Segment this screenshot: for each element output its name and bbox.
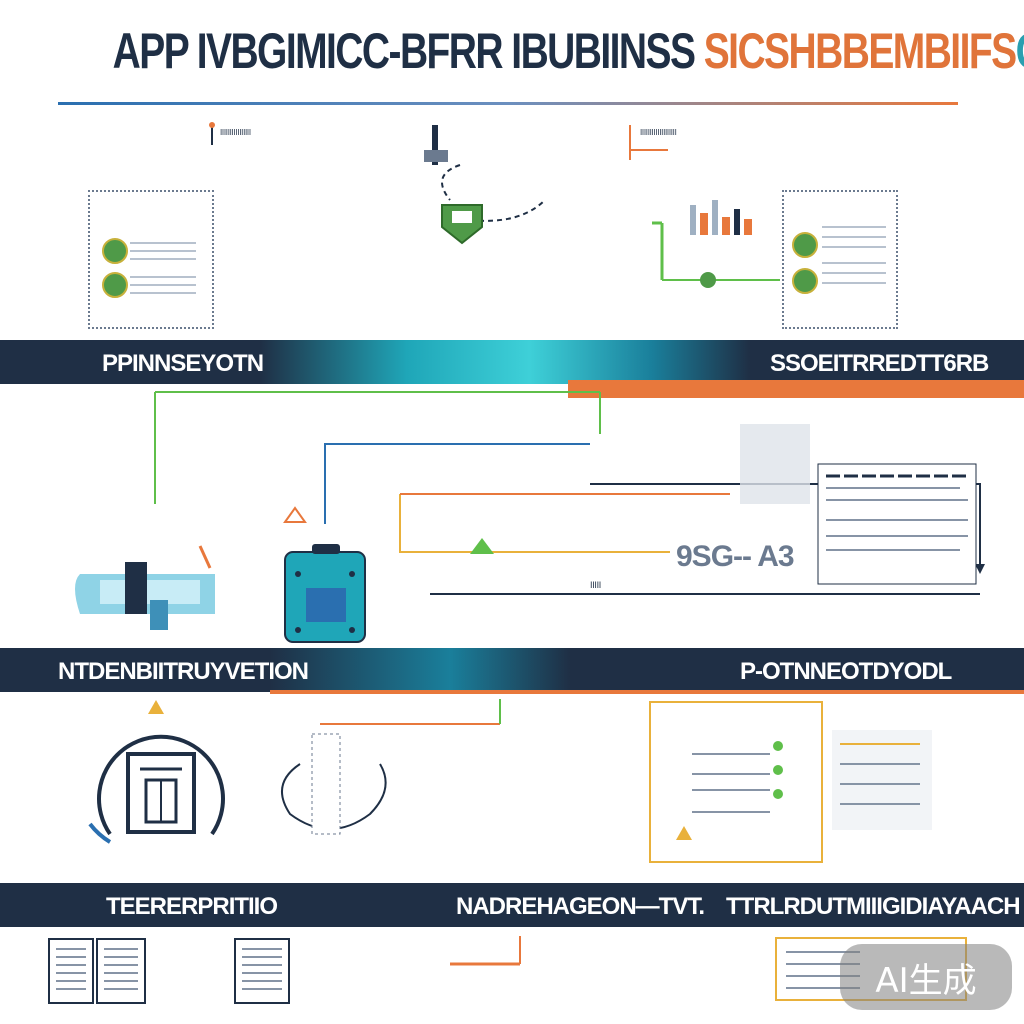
diagram-center-label: 9SG-- A3	[676, 540, 795, 573]
caption-right: IIIIIIIIIIIIIIIIIII	[640, 128, 677, 137]
title-part-1: APP IVBGIMICC-BFRR IBUBIINSS	[112, 23, 704, 79]
title-rule	[58, 102, 958, 105]
caption-left: IIIIIIIIIIIIIIII	[220, 128, 251, 137]
document-thumbnail	[48, 938, 94, 1004]
status-dot-icon	[792, 232, 818, 258]
band3-center-label: NADREHAGEON—TVT.	[456, 893, 705, 920]
arrow-label: IIIII	[590, 580, 602, 590]
title-part-3: G-	[1016, 23, 1024, 79]
band2-left-label: NTDENBIITRUYVETION	[58, 658, 309, 685]
section-band-1: PPINNSEYOTN SSOEITRREDTT6RB	[0, 340, 1024, 384]
info-card-right	[782, 190, 898, 329]
info-card-left	[88, 190, 214, 329]
ai-generated-watermark: AI生成	[840, 944, 1012, 1010]
band1-right-label: SSOEITRREDTT6RB	[770, 350, 989, 377]
band2-accent	[270, 690, 1024, 694]
band3-left-label: TEERERPRITIIO	[106, 893, 278, 920]
building-icon	[88, 700, 225, 844]
band3-right-label: TTRLRDUTMIIIGIDIAYAACH	[726, 893, 1021, 920]
section-band-2: NTDENBIITRUYVETION P-OTNNEOTDYODL	[0, 648, 1024, 692]
document-thumbnail	[234, 938, 290, 1004]
band1-left-label: PPINNSEYOTN	[102, 350, 264, 377]
status-dot-icon	[102, 238, 128, 264]
status-dot-icon	[792, 268, 818, 294]
section1-diagram	[209, 122, 780, 288]
status-dot-icon	[102, 272, 128, 298]
band1-accent	[568, 380, 1024, 398]
section-band-3: TEERERPRITIIO NADREHAGEON—TVT. TTRLRDUTM…	[0, 883, 1024, 927]
band2-right-label: P-OTNNEOTDYODL	[740, 658, 952, 685]
section3-diagram	[88, 699, 932, 863]
title-part-2: SICSHBBEMBIIFS	[703, 23, 1017, 79]
document-thumbnail	[96, 938, 146, 1004]
page-title: APP IVBGIMICC-BFRR IBUBIINSS SICSHBBEMBI…	[112, 22, 1024, 80]
process-flow-diagram	[75, 391, 985, 643]
